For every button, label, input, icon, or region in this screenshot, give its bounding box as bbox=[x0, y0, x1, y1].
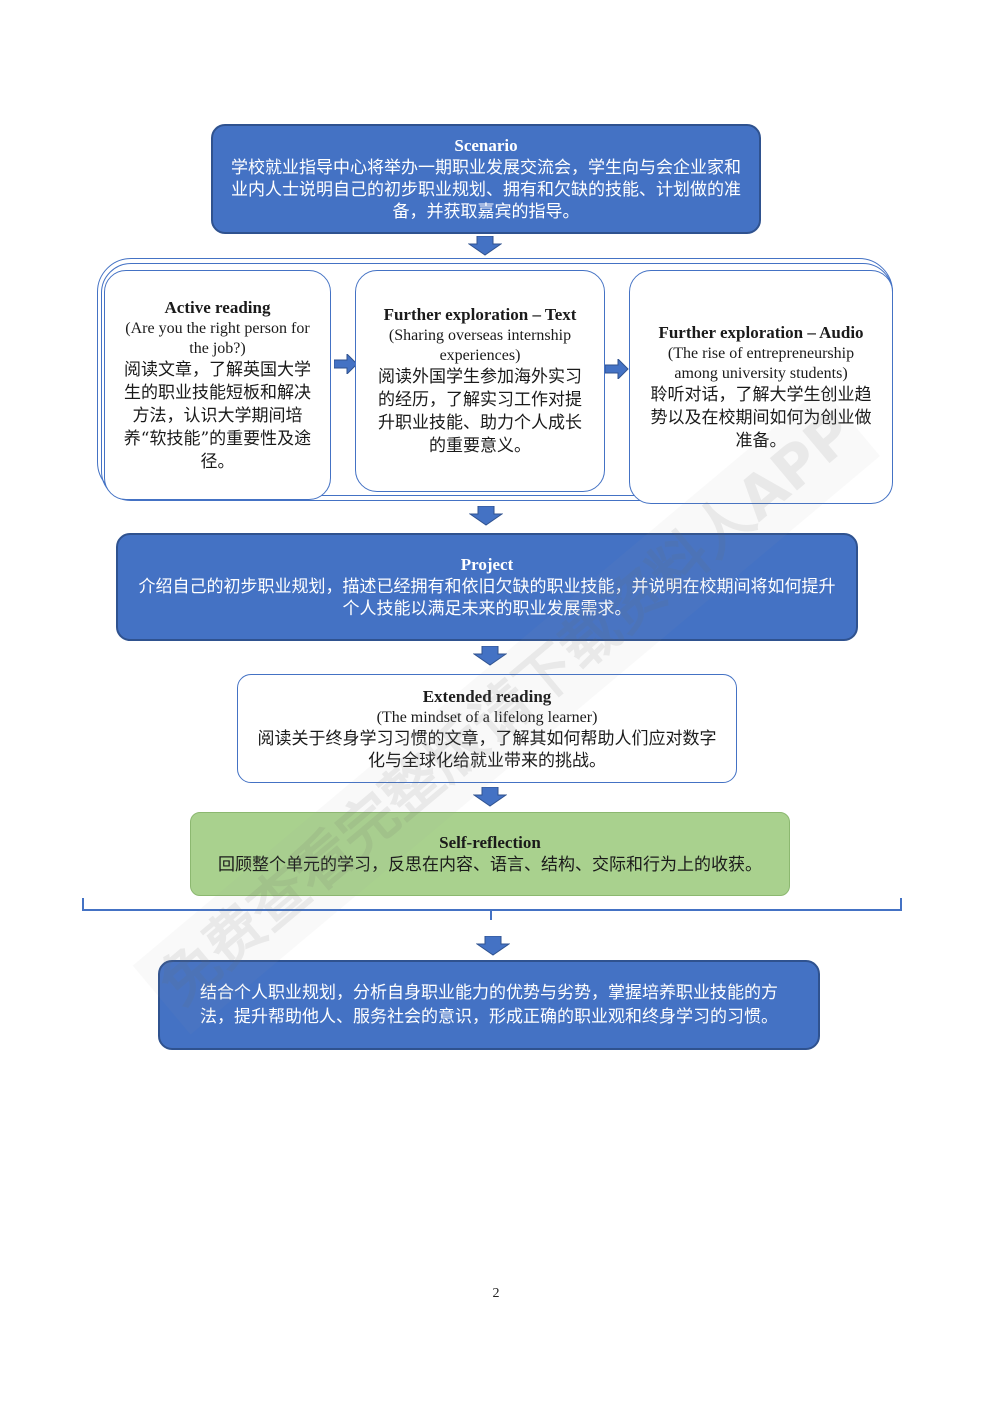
active-reading-body: 阅读文章，了解英国大学生的职业技能短板和解决方法，认识大学期间培养“软技能”的重… bbox=[123, 359, 312, 472]
project-box: Project 介绍自己的初步职业规划，描述已经拥有和依旧欠缺的职业技能，并说明… bbox=[116, 533, 858, 641]
self-reflection-box: Self-reflection 回顾整个单元的学习，反思在内容、语言、结构、交际… bbox=[190, 812, 790, 896]
further-text-subtitle: (Sharing overseas internship experiences… bbox=[388, 327, 572, 364]
self-reflection-title: Self-reflection bbox=[439, 833, 541, 852]
further-audio-body: 聆听对话，了解大学生创业趋势以及在校期间如何为创业做准备。 bbox=[650, 384, 872, 451]
extended-reading-box: Extended reading (The mindset of a lifel… bbox=[237, 674, 737, 783]
further-audio-title: Further exploration – Audio bbox=[658, 322, 864, 342]
down-arrow-icon bbox=[469, 506, 503, 526]
active-reading-box: Active reading (Are you the right person… bbox=[104, 270, 331, 500]
project-body: 介绍自己的初步职业规划，描述已经拥有和依旧欠缺的职业技能，并说明在校期间将如何提… bbox=[138, 577, 836, 619]
down-arrow-icon bbox=[473, 787, 507, 807]
summary-body: 结合个人职业规划，分析自身职业能力的优势与劣势，掌握培养职业技能的方法，提升帮助… bbox=[200, 983, 778, 1027]
extended-reading-subtitle: (The mindset of a lifelong learner) bbox=[376, 708, 598, 726]
down-arrow-icon bbox=[468, 236, 502, 256]
scenario-box: Scenario 学校就业指导中心将举办一期职业发展交流会，学生向与会企业家和业… bbox=[211, 124, 761, 234]
down-arrow-icon bbox=[476, 936, 510, 956]
right-arrow-icon bbox=[334, 354, 358, 374]
active-reading-subtitle: (Are you the right person for the job?) bbox=[125, 319, 310, 357]
scenario-title: Scenario bbox=[454, 136, 518, 155]
down-arrow-icon bbox=[473, 646, 507, 666]
summary-box: 结合个人职业规划，分析自身职业能力的优势与劣势，掌握培养职业技能的方法，提升帮助… bbox=[158, 960, 820, 1050]
active-reading-title: Active reading bbox=[164, 297, 271, 317]
extended-reading-title: Extended reading bbox=[422, 686, 552, 706]
further-exploration-text-box: Further exploration – Text (Sharing over… bbox=[355, 270, 605, 492]
page-number: 2 bbox=[492, 1286, 500, 1301]
scenario-body: 学校就业指导中心将举办一期职业发展交流会，学生向与会企业家和业内人士说明自己的初… bbox=[231, 158, 741, 222]
further-text-title: Further exploration – Text bbox=[383, 305, 577, 324]
further-exploration-audio-box: Further exploration – Audio (The rise of… bbox=[629, 270, 893, 504]
right-arrow-icon bbox=[605, 359, 629, 379]
project-title: Project bbox=[460, 555, 514, 574]
further-audio-subtitle: (The rise of entrepreneurship among univ… bbox=[667, 344, 855, 382]
summary-bracket bbox=[82, 898, 902, 920]
extended-reading-body: 阅读关于终身学习习惯的文章，了解其如何帮助人们应对数字化与全球化给就业带来的挑战… bbox=[257, 728, 717, 771]
further-text-body: 阅读外国学生参加海外实习的经历，了解实习工作对提升职业技能、助力个人成长的重要意… bbox=[378, 367, 582, 456]
self-reflection-body: 回顾整个单元的学习，反思在内容、语言、结构、交际和行为上的收获。 bbox=[218, 855, 762, 875]
